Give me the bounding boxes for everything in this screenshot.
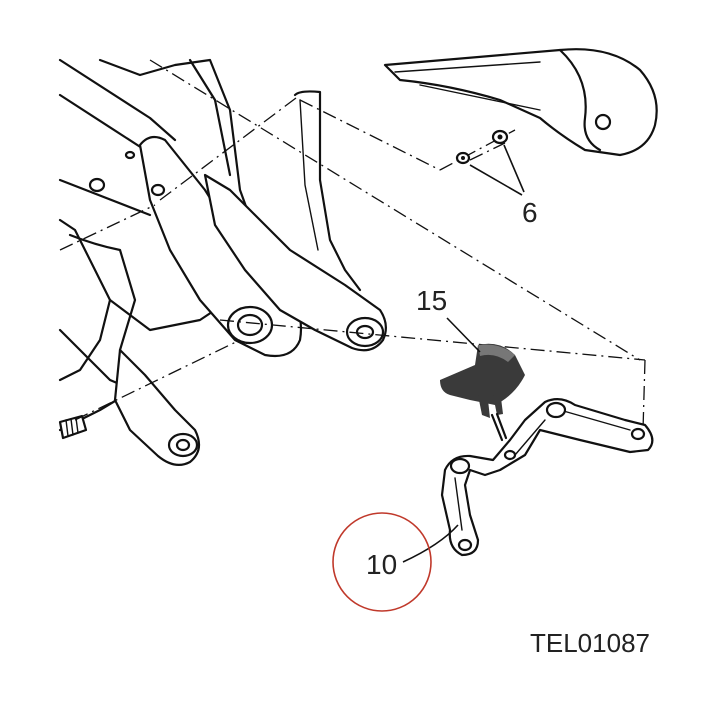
rear-frame-bracket [383,48,658,157]
callout-15: 15 [416,285,447,316]
part-15-cover [440,317,525,442]
bracket-bolt-hole [594,113,612,131]
callout-10-highlight-circle [332,512,432,612]
part-10-hanger-bracket [402,398,654,563]
callout-10: 10 [366,549,397,580]
callout-6: 6 [522,197,538,228]
figure-code: TEL01087 [530,628,650,658]
alignment-lines [59,59,646,431]
part-6-washers [455,129,525,196]
main-frame [58,58,387,467]
